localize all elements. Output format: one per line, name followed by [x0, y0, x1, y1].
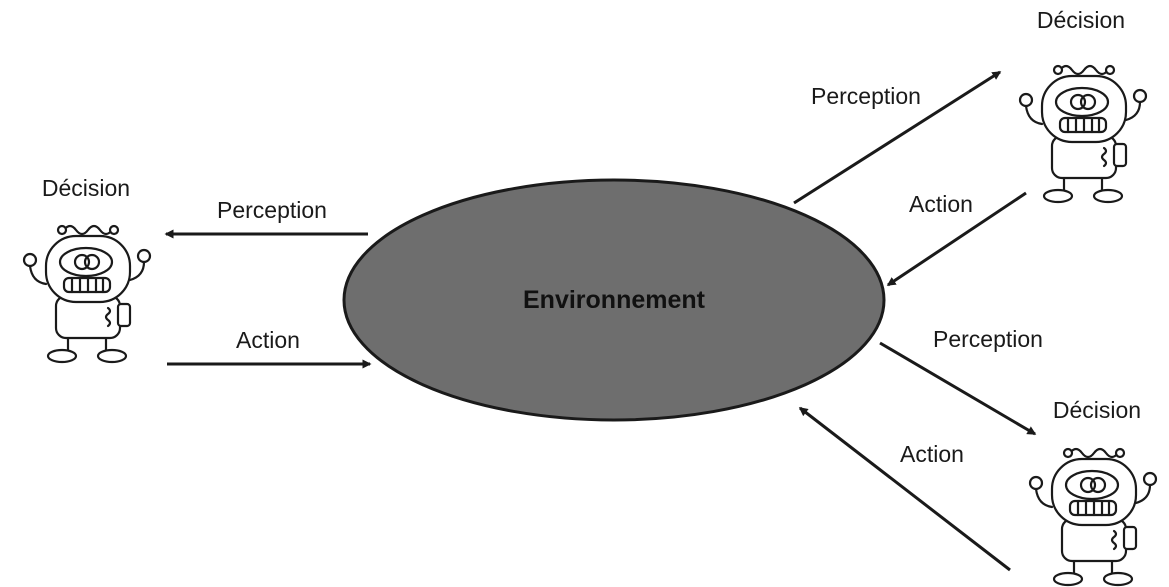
- perception-arrow: [793, 70, 1002, 205]
- environment-label: Environnement: [523, 286, 706, 314]
- decision-label: Décision: [42, 175, 130, 201]
- environment-node: Environnement: [342, 178, 886, 422]
- agent-bottom-right: Décision Perception Action: [798, 326, 1158, 587]
- action-label: Action: [900, 441, 964, 467]
- action-arrow: [798, 406, 1011, 572]
- agent-top-right: Décision Perception Action: [793, 7, 1148, 287]
- robot-icon: [1018, 64, 1148, 204]
- robot-icon: [22, 224, 152, 364]
- robot-icon: [1028, 447, 1158, 587]
- perception-label: Perception: [933, 326, 1043, 352]
- action-label: Action: [909, 191, 973, 217]
- decision-label: Décision: [1053, 397, 1141, 423]
- decision-label: Décision: [1037, 7, 1125, 33]
- perception-label: Perception: [217, 197, 327, 223]
- agent-left: Décision Perception Action: [22, 175, 372, 369]
- perception-arrow: [879, 341, 1037, 436]
- action-label: Action: [236, 327, 300, 353]
- perception-label: Perception: [811, 83, 921, 109]
- action-arrow: [886, 191, 1027, 287]
- environment-ellipse: [342, 178, 886, 422]
